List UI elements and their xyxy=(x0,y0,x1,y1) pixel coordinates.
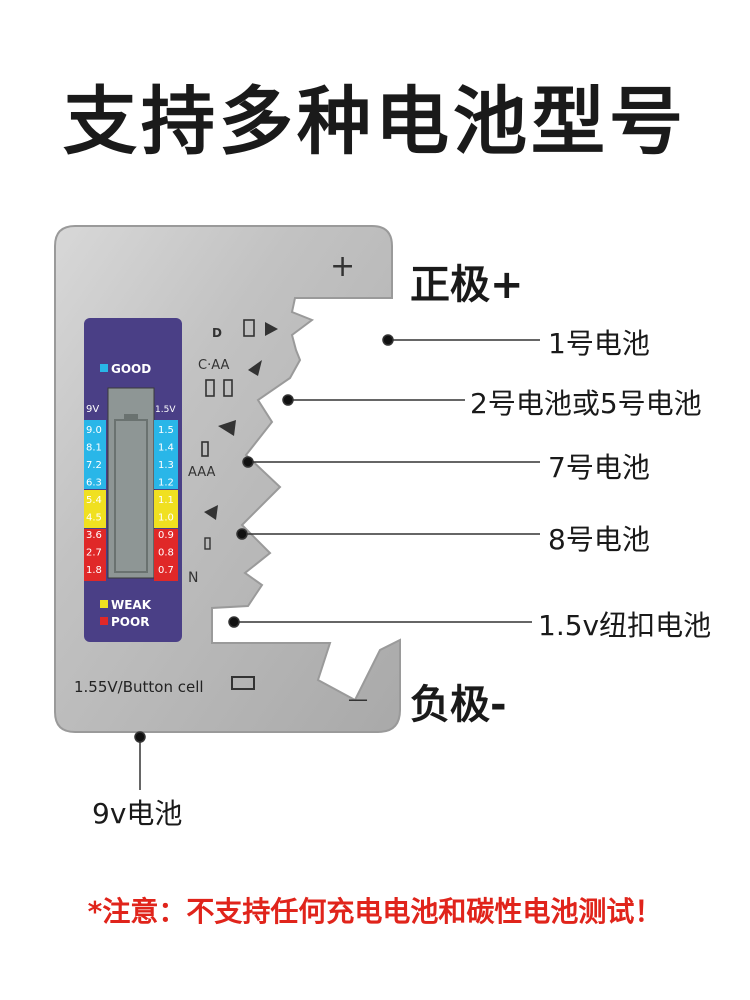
good-label: GOOD xyxy=(111,362,151,376)
page-title: 支持多种电池型号 xyxy=(63,79,687,165)
scale-left-value: 4.5 xyxy=(86,513,102,524)
weak-label: WEAK xyxy=(111,598,152,612)
slot-label-aaa: AAA xyxy=(188,465,216,480)
scale-left-value: 3.6 xyxy=(86,530,102,541)
scale-left-value: 6.3 xyxy=(86,478,102,489)
callout-nine-volt: 9v电池 xyxy=(92,797,183,830)
device-minus-sign: — xyxy=(348,687,368,711)
arrow-icon-c-aa xyxy=(248,360,262,376)
scale-right-value: 0.8 xyxy=(158,548,174,559)
device-plus-sign: + xyxy=(330,249,355,284)
scale-left-value: 1.8 xyxy=(86,565,102,576)
scale-right-value: 1.0 xyxy=(158,513,174,524)
arrow-icon-n xyxy=(204,505,218,520)
slot-label-c-aa: C·AA xyxy=(198,358,229,373)
arrow-icon-d xyxy=(265,322,278,336)
battery-icon-d xyxy=(243,319,255,337)
callout-c-aa-battery: 2号电池或5号电池 xyxy=(470,387,702,420)
battery-icon-n xyxy=(204,537,211,550)
scale-left-value: 2.7 xyxy=(86,548,102,559)
scale-left-value: 9.0 xyxy=(86,425,102,436)
scale-left: 9.0 8.1 7.2 6.3 5.4 4.5 3.6 2.7 1.8 xyxy=(86,425,102,576)
scale-right-value: 1.2 xyxy=(158,478,174,489)
poor-label: POOR xyxy=(111,615,149,629)
callout-d-battery: 1号电池 xyxy=(548,327,650,360)
battery-icon-aaa xyxy=(201,441,209,457)
scale-right-value: 1.1 xyxy=(158,495,174,506)
button-cell-icon xyxy=(231,676,255,690)
scale-right-header: 1.5V xyxy=(155,405,176,415)
scale-right-value: 1.3 xyxy=(158,460,174,471)
negative-pole-label: 负极- xyxy=(410,682,507,728)
scale-blocks xyxy=(84,420,178,581)
battery-icon-aa xyxy=(223,379,233,397)
callout-aaa-battery: 7号电池 xyxy=(548,451,650,484)
scale-left-value: 7.2 xyxy=(86,460,102,471)
scale-left-value: 5.4 xyxy=(86,495,102,506)
slot-label-n: N xyxy=(188,570,198,586)
scale-right-value: 1.4 xyxy=(158,443,174,454)
callout-button-cell: 1.5v纽扣电池 xyxy=(538,609,712,642)
scale-left-header: 9V xyxy=(86,404,99,415)
device-bottom-label: 1.55V/Button cell xyxy=(74,678,204,696)
callout-n-battery: 8号电池 xyxy=(548,523,650,556)
warning-note: *注意：不支持任何充电电池和碳性电池测试！ xyxy=(87,895,663,928)
scale-right-value: 1.5 xyxy=(158,425,174,436)
slot-label-d: D xyxy=(212,326,222,340)
arrow-icon-aaa xyxy=(218,420,236,436)
positive-pole-label: 正极+ xyxy=(410,262,524,308)
scale-right-value: 0.7 xyxy=(158,565,174,576)
battery-icon-c xyxy=(205,379,215,397)
scale-right-value: 0.9 xyxy=(158,530,174,541)
scale-right: 1.5 1.4 1.3 1.2 1.1 1.0 0.9 0.8 0.7 xyxy=(158,425,174,576)
scale-left-value: 8.1 xyxy=(86,443,102,454)
